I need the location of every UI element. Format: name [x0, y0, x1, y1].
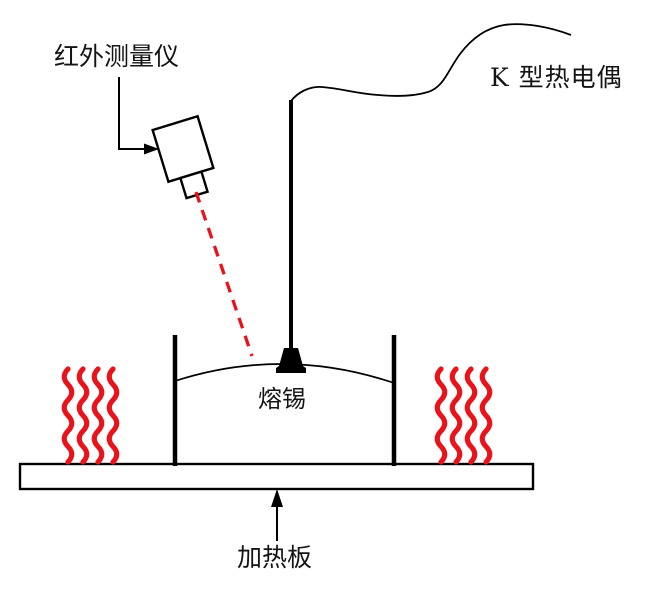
heating-plate-arrowhead: [271, 489, 283, 507]
heat-wave: [91, 366, 105, 465]
label-infrared-meter: 红外测量仪: [54, 42, 180, 71]
label-molten-tin: 熔锡: [258, 385, 306, 413]
heat-wave: [449, 366, 463, 465]
heat-wave: [479, 366, 493, 465]
label-k-type-thermocouple: K 型热电偶: [490, 63, 623, 92]
label-heating-plate: 加热板: [237, 543, 313, 572]
thermocouple-wire: [290, 23, 572, 102]
infrared-camera-lens: [178, 170, 210, 200]
heating-plate-shape: [18, 462, 535, 491]
infrared-label-arrowhead: [144, 143, 159, 155]
infrared-camera: [151, 114, 215, 200]
measurement-beam: [194, 191, 254, 357]
infrared-label-pointer: [118, 77, 146, 150]
thermocouple-tip: [276, 348, 306, 373]
heat-wave: [434, 366, 448, 465]
heat-waves-right: [434, 366, 493, 465]
infrared-camera-body: [151, 114, 215, 184]
heat-wave: [106, 366, 120, 465]
heat-wave: [76, 366, 90, 465]
heat-wave: [61, 366, 75, 465]
heat-wave: [464, 366, 478, 465]
heat-waves-left: [61, 366, 120, 465]
